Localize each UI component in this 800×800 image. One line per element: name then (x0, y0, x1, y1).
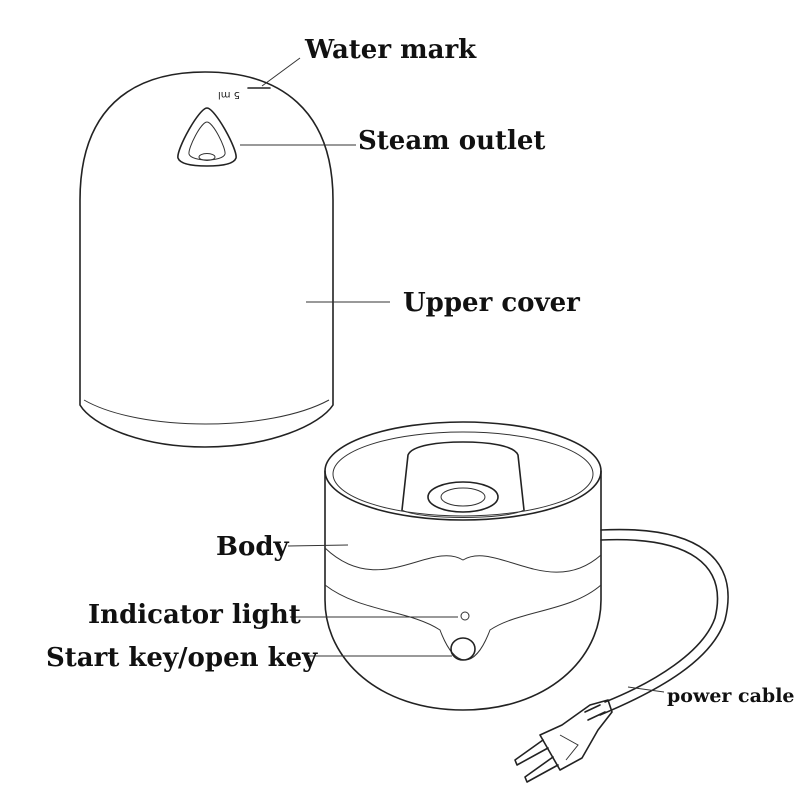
power-cable (514, 528, 729, 783)
label-body: Body (216, 532, 289, 562)
body-leader (287, 544, 349, 547)
label-start-key: Start key/open key (46, 643, 318, 673)
label-indicator-light: Indicator light (88, 600, 301, 630)
start-key (450, 637, 476, 661)
water-mark-leader (261, 57, 301, 87)
power-cable-leader (627, 686, 665, 693)
body (324, 421, 602, 711)
label-power-cable: power cable (667, 685, 795, 707)
indicator-light-dot (460, 611, 470, 621)
label-water-mark: Water mark (304, 35, 477, 65)
water-mark-text: 5 ml (218, 89, 240, 100)
upper-cover: 5 ml (79, 71, 334, 448)
label-steam-outlet: Steam outlet (358, 126, 545, 156)
steam-outlet (177, 107, 237, 167)
label-upper-cover: Upper cover (403, 288, 580, 318)
